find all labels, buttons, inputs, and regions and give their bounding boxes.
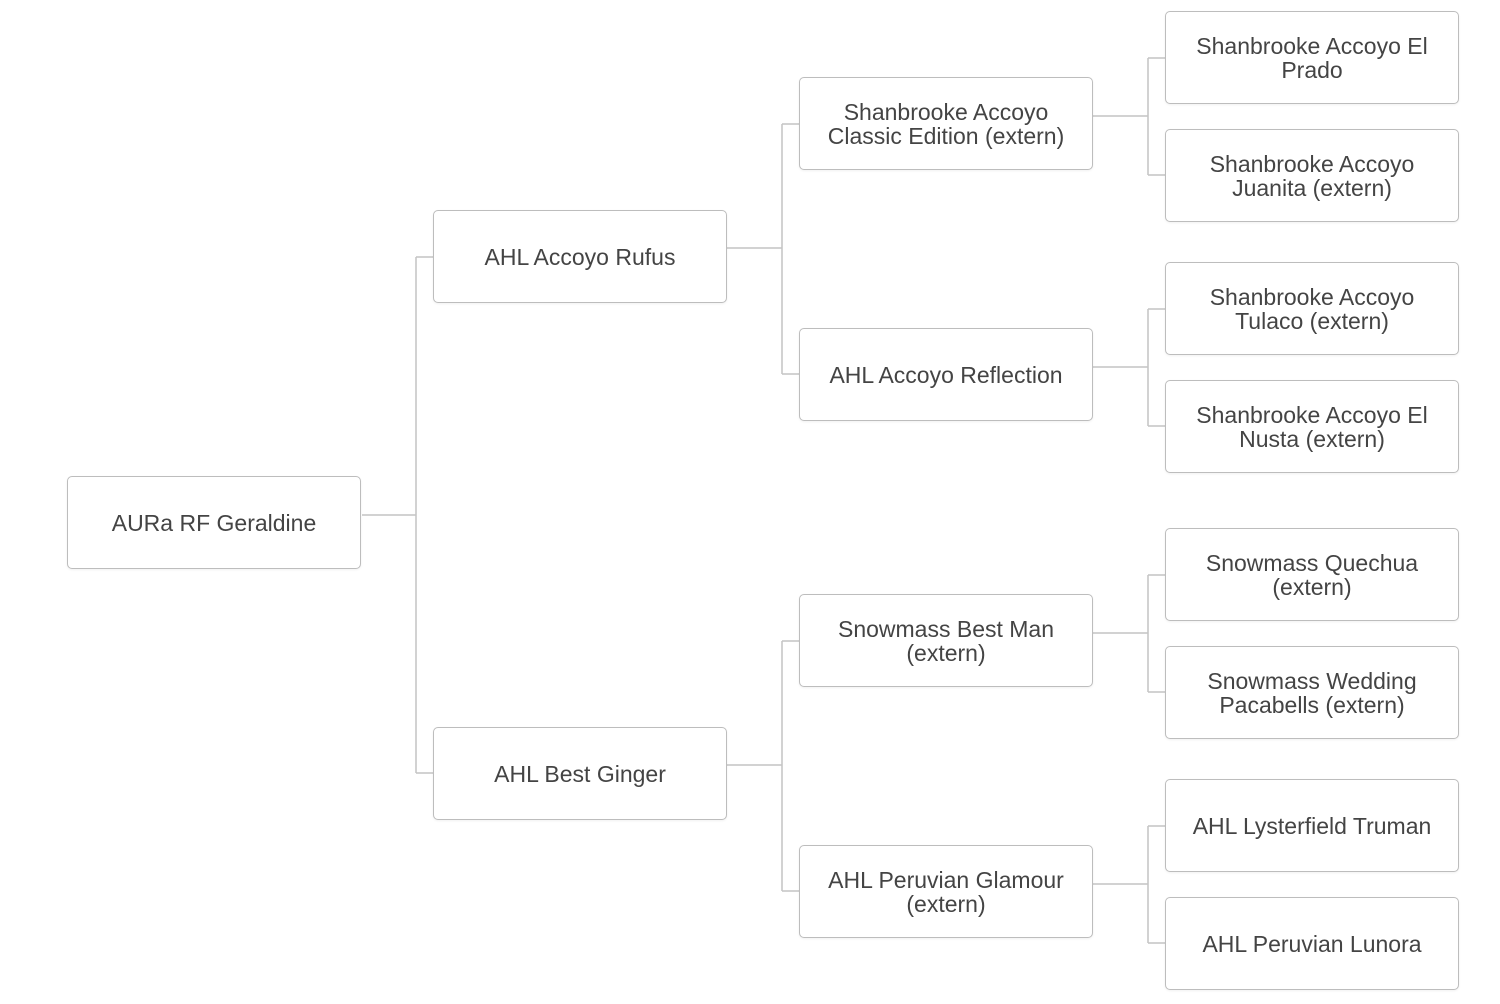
pedigree-node-dam-dam[interactable]: AHL Peruvian Glamour (extern) [799,845,1093,938]
node-label: Shanbrooke Accoyo Classic Edition (exter… [827,98,1065,149]
node-label: AHL Peruvian Lunora [1202,930,1422,957]
node-label: Snowmass Quechua (extern) [1205,549,1419,600]
pedigree-node-dam[interactable]: AHL Best Ginger [433,727,727,820]
node-label: AHL Peruvian Glamour (extern) [828,866,1064,917]
pedigree-node-dam-sire-dam[interactable]: Snowmass Wedding Pacabells (extern) [1165,646,1459,739]
pedigree-node-subject[interactable]: AURa RF Geraldine [67,476,361,569]
connector-subject [362,256,433,774]
node-label: AHL Lysterfield Truman [1192,812,1432,839]
pedigree-node-dam-dam-dam[interactable]: AHL Peruvian Lunora [1165,897,1459,990]
connector-dam-dam [1093,825,1165,944]
node-label: AHL Accoyo Rufus [484,243,676,270]
pedigree-node-dam-sire-sire[interactable]: Snowmass Quechua (extern) [1165,528,1459,621]
connector-dam-sire [1093,574,1165,693]
connector-sire-sire [1093,57,1165,176]
pedigree-node-sire-sire-sire[interactable]: Shanbrooke Accoyo El Prado [1165,11,1459,104]
connector-sire-dam [1093,308,1165,427]
pedigree-node-sire-dam-sire[interactable]: Shanbrooke Accoyo Tulaco (extern) [1165,262,1459,355]
node-label: Shanbrooke Accoyo El Prado [1196,32,1428,83]
node-label: Snowmass Wedding Pacabells (extern) [1207,667,1417,718]
connector-sire [727,123,799,375]
pedigree-node-sire-dam-dam[interactable]: Shanbrooke Accoyo El Nusta (extern) [1165,380,1459,473]
pedigree-node-sire[interactable]: AHL Accoyo Rufus [433,210,727,303]
node-label: AURa RF Geraldine [111,509,317,536]
connector-dam [727,640,799,892]
pedigree-node-dam-dam-sire[interactable]: AHL Lysterfield Truman [1165,779,1459,872]
pedigree-node-sire-dam[interactable]: AHL Accoyo Reflection [799,328,1093,421]
node-label: Shanbrooke Accoyo El Nusta (extern) [1196,401,1428,452]
node-label: AHL Accoyo Reflection [829,361,1063,388]
pedigree-node-sire-sire-dam[interactable]: Shanbrooke Accoyo Juanita (extern) [1165,129,1459,222]
node-label: Shanbrooke Accoyo Juanita (extern) [1209,150,1415,201]
node-label: Shanbrooke Accoyo Tulaco (extern) [1209,283,1415,334]
node-label: AHL Best Ginger [494,760,666,787]
node-label: Snowmass Best Man (extern) [837,615,1055,666]
pedigree-node-sire-sire[interactable]: Shanbrooke Accoyo Classic Edition (exter… [799,77,1093,170]
pedigree-node-dam-sire[interactable]: Snowmass Best Man (extern) [799,594,1093,687]
